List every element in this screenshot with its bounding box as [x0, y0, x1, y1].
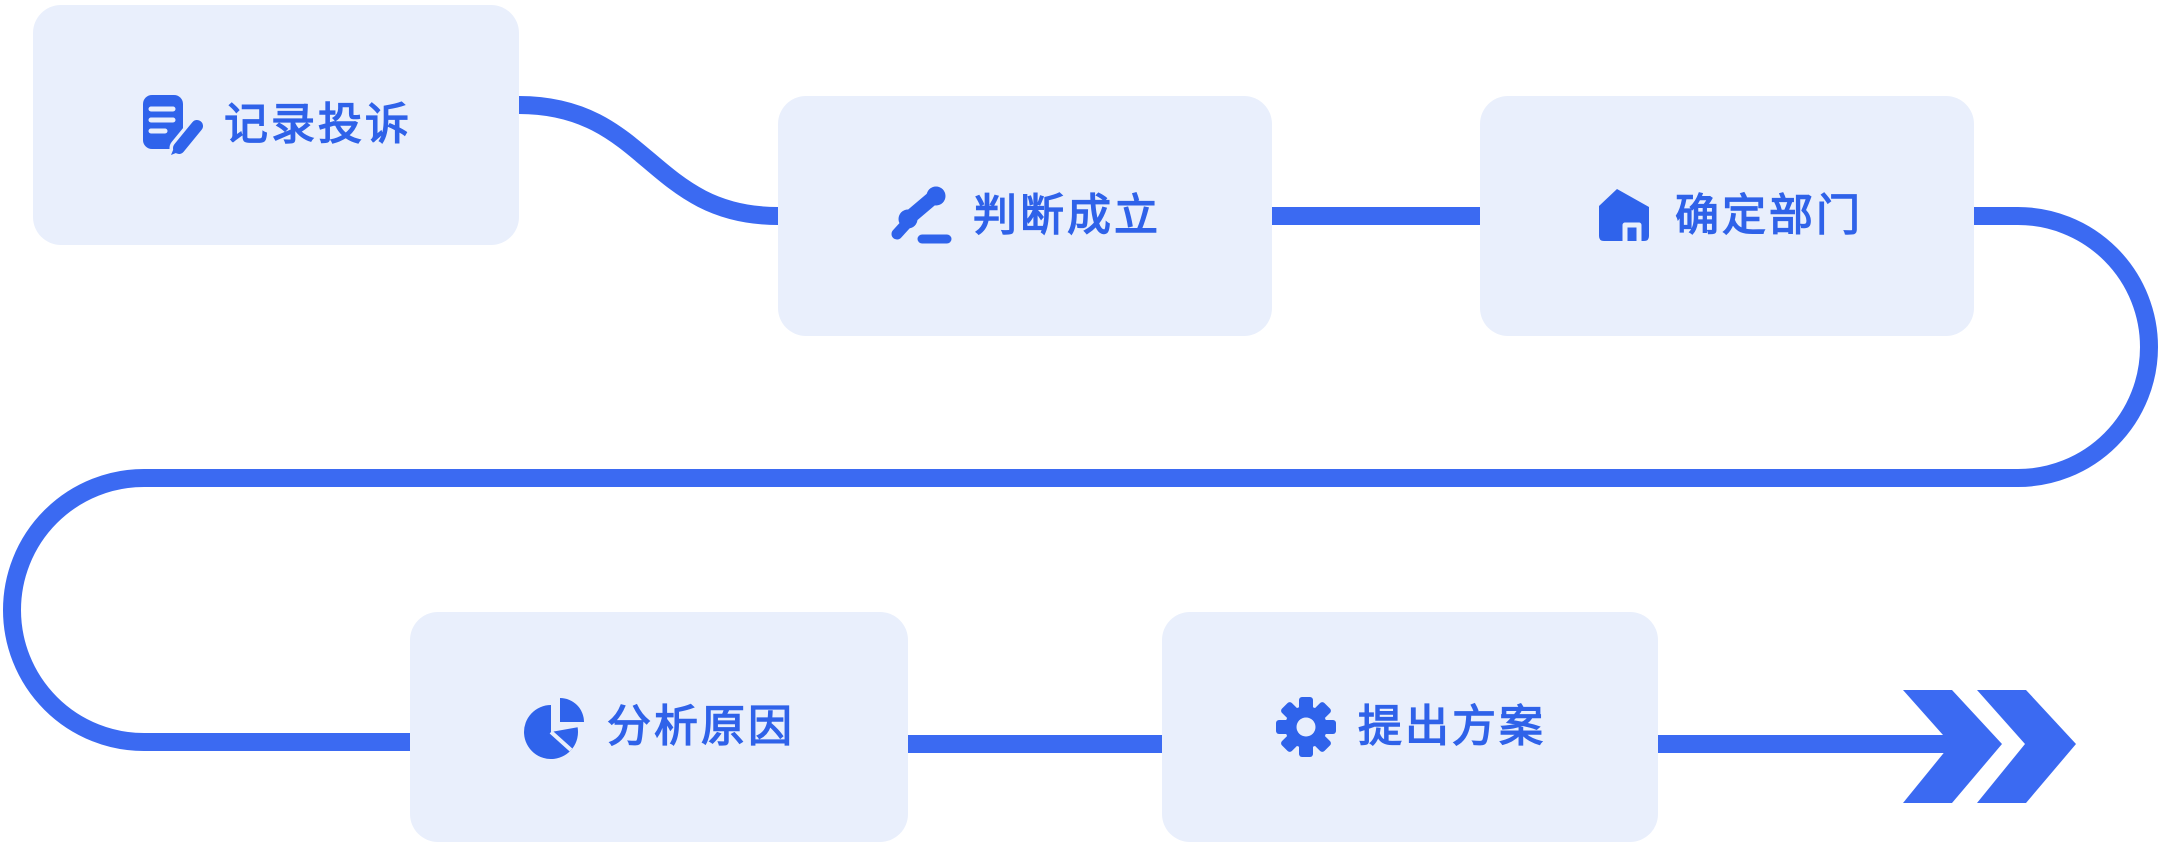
gavel-icon: [891, 186, 952, 244]
pie-chart-icon: [524, 698, 584, 759]
step-node-analyze-cause: 分析原因: [410, 612, 908, 842]
step-node-determine-department: 确定部门: [1480, 96, 1974, 336]
step-label: 记录投诉: [224, 100, 412, 149]
step-node-judge-validity: 判断成立: [778, 96, 1272, 336]
connector-step1-step2: [518, 96, 779, 225]
chevron-1: [1903, 690, 2002, 803]
connector-step3-step4: [3, 207, 2158, 751]
step-label: 分析原因: [607, 702, 795, 751]
chevron-2: [1977, 690, 2076, 803]
document-pen-icon: [143, 95, 204, 157]
gear-icon: [1276, 697, 1336, 757]
step-node-record-complaint: 记录投诉: [33, 5, 519, 245]
step-label: 判断成立: [973, 191, 1161, 240]
house-icon: [1599, 189, 1649, 241]
double-chevron-arrow-icon: [1903, 690, 2076, 803]
step-node-propose-solution: 提出方案: [1162, 612, 1658, 842]
step-label: 确定部门: [1675, 191, 1863, 240]
step-label: 提出方案: [1358, 702, 1546, 751]
